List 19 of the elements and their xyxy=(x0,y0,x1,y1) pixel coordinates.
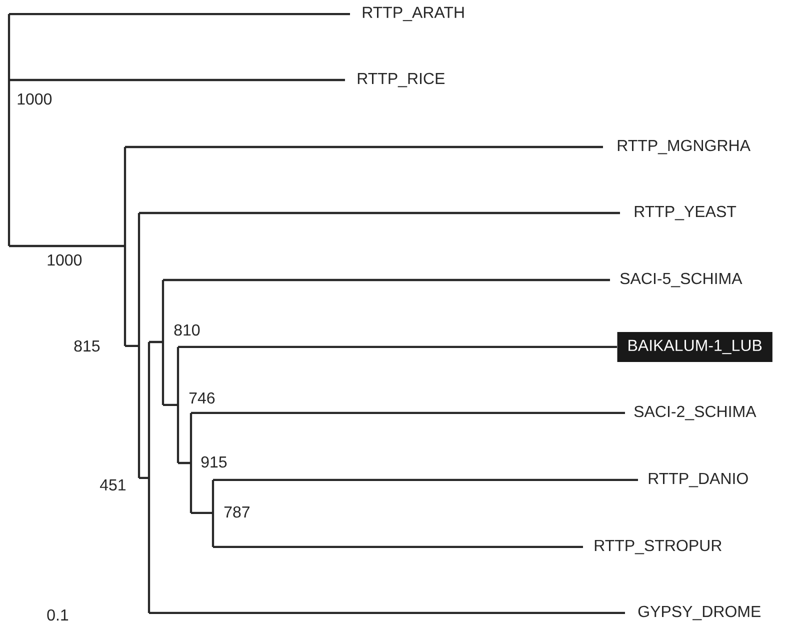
leaf-label: SACI-2_SCHIMA xyxy=(634,406,756,420)
leaf-label: GYPSY_DROME xyxy=(638,606,760,620)
bootstrap-value: 746 xyxy=(189,392,215,404)
leaf-label: RTTP_DANIO xyxy=(648,472,748,488)
leaf-label: RTTP_ARATH xyxy=(362,6,464,22)
leaf-label: SACI-5_SCHIMA xyxy=(620,272,742,288)
bootstrap-value: 1000 xyxy=(18,93,52,105)
bootstrap-value: 1000 xyxy=(48,254,82,266)
leaf-label: RTTP_STROPUR xyxy=(594,540,722,554)
bootstrap-value: 451 xyxy=(100,479,126,491)
leaf-label: RTTP_MGNGRHA xyxy=(618,140,750,154)
leaf-label: RTTP_RICE xyxy=(358,72,444,88)
bootstrap-value: 915 xyxy=(201,456,227,468)
leaf-label: RTTP_YEAST xyxy=(634,206,736,220)
bootstrap-value: 810 xyxy=(174,324,200,336)
bootstrap-value: 815 xyxy=(74,340,100,352)
highlighted-leaf-label: BAIKALUM-1_LUB xyxy=(617,332,772,362)
scale-label: 0.1 xyxy=(47,609,68,621)
bootstrap-value: 787 xyxy=(224,506,250,518)
